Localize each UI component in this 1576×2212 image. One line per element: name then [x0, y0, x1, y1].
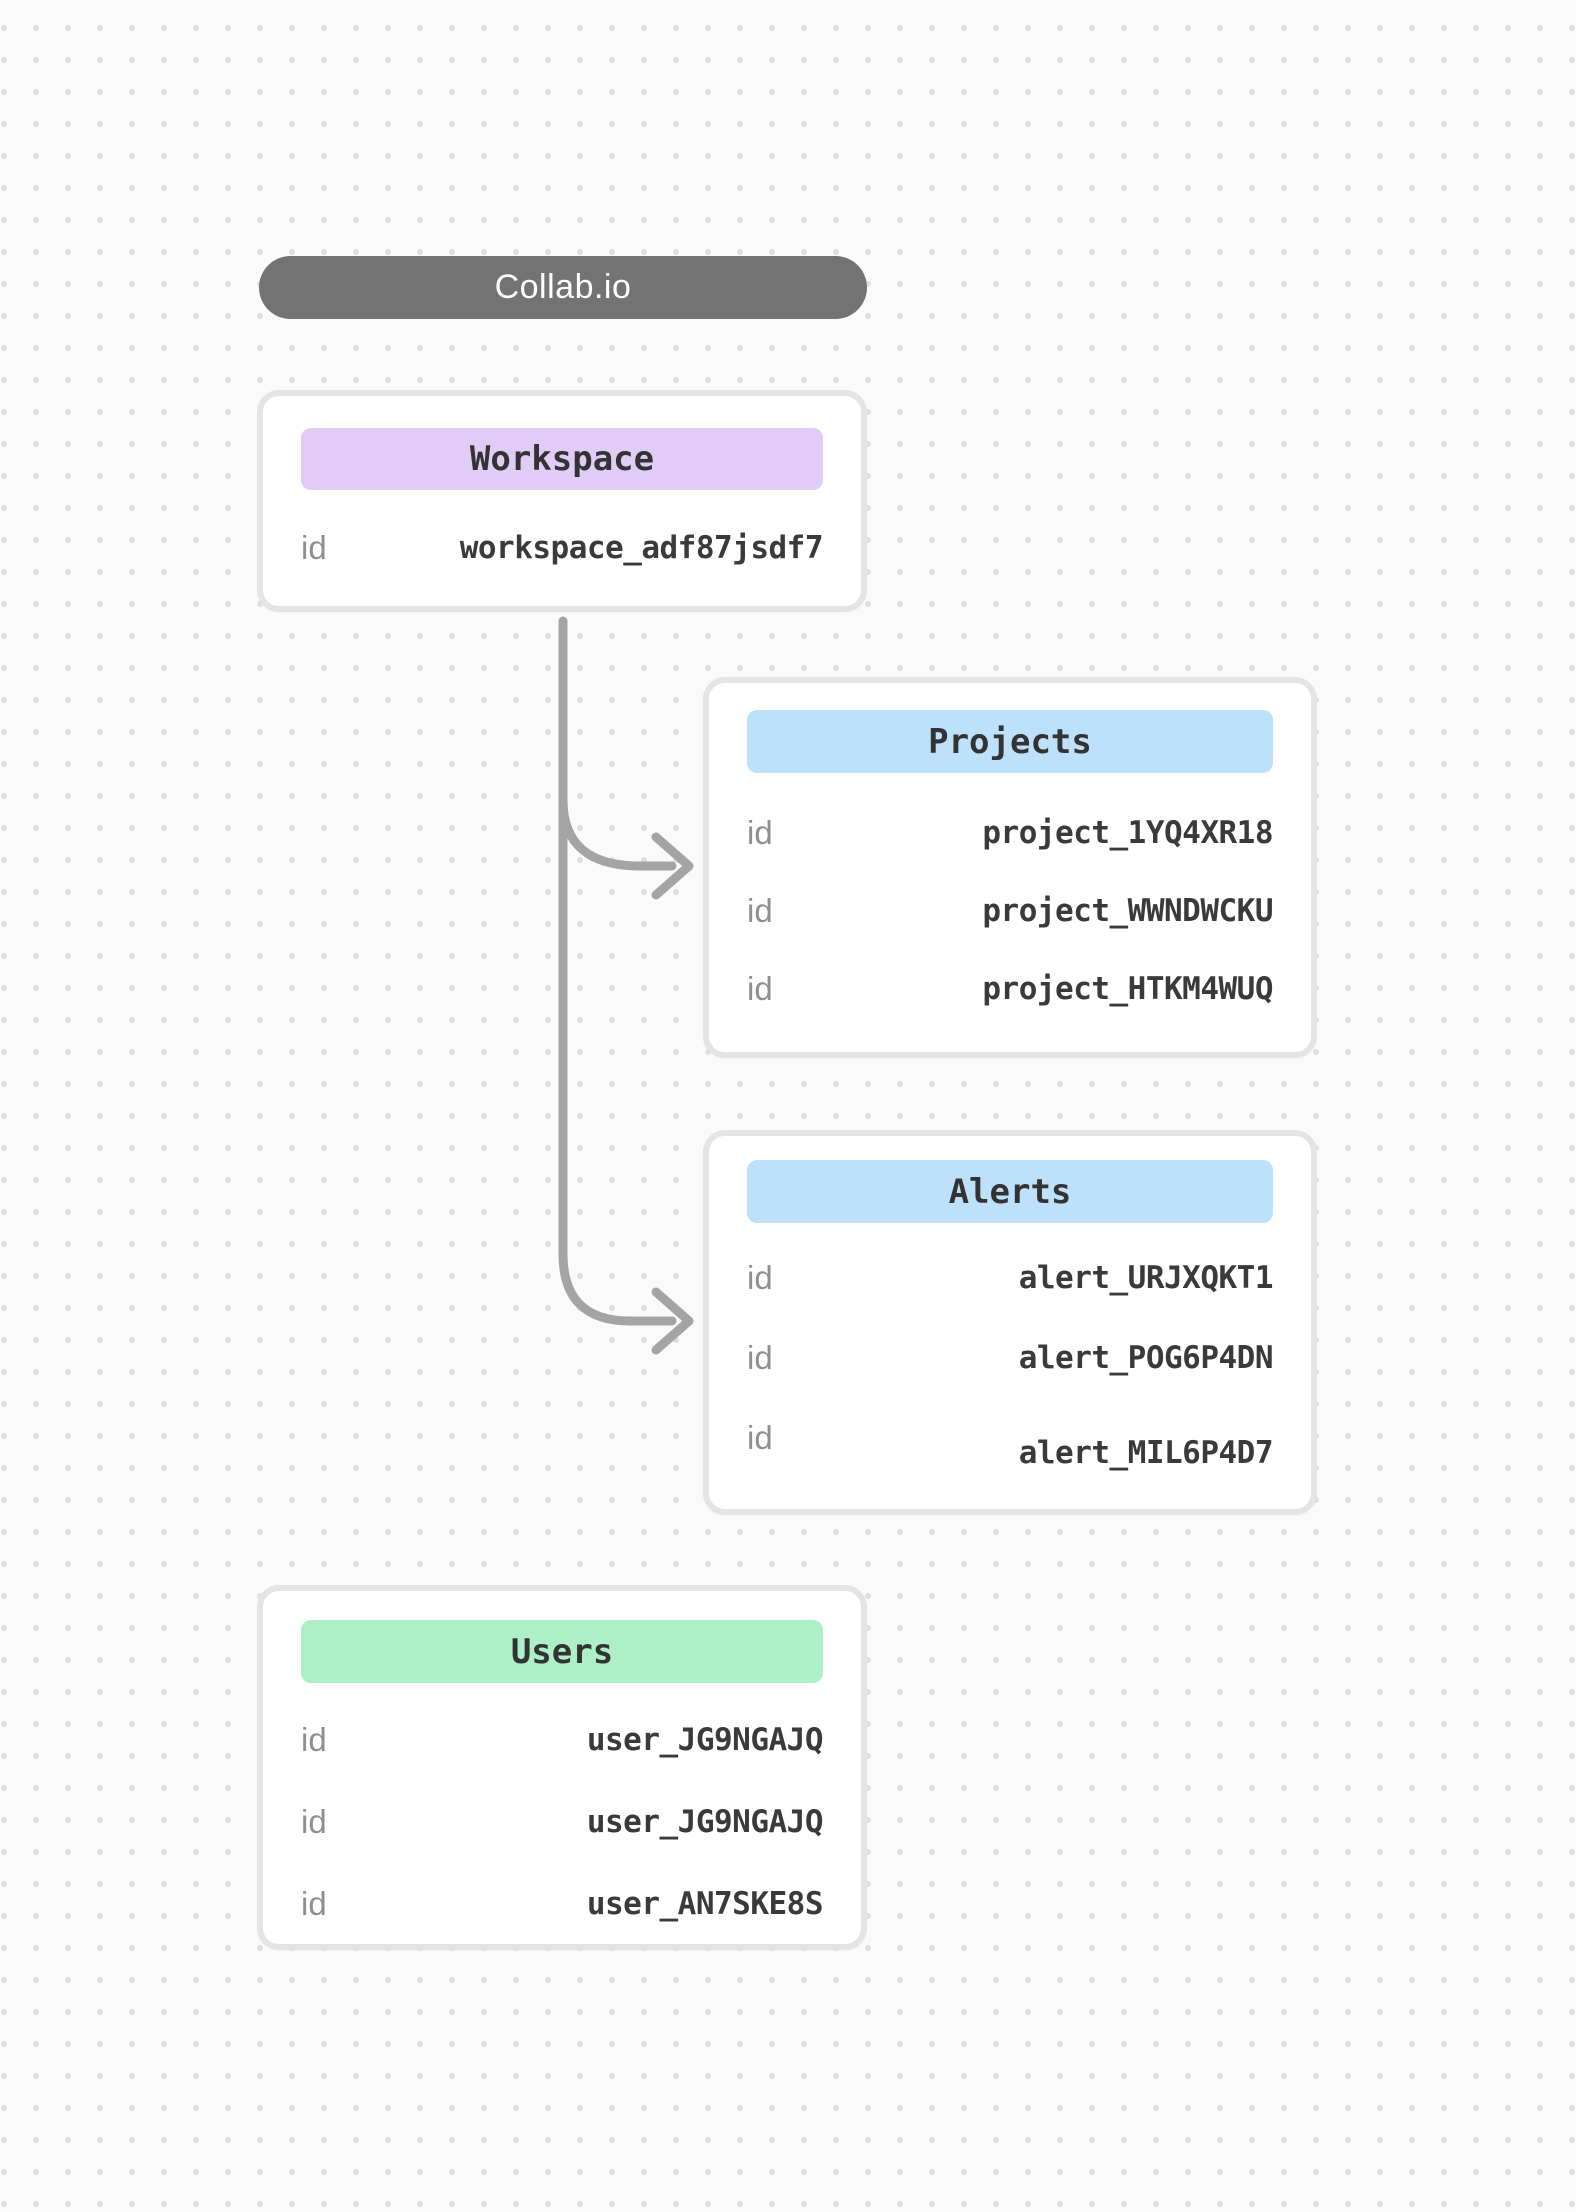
- connector-workspace-to-projects: [558, 795, 677, 871]
- arrowhead-alerts-icon: [651, 1287, 694, 1355]
- arrowhead-projects-icon: [651, 832, 694, 900]
- row-value: user_JG9NGAJQ: [586, 1804, 824, 1840]
- projects-title: Projects: [928, 721, 1092, 762]
- row-value: project_1YQ4XR18: [982, 815, 1273, 851]
- connector-group: [558, 616, 694, 1355]
- row-label: id: [747, 1259, 773, 1296]
- row-value: alert_URJXQKT1: [1018, 1260, 1274, 1296]
- row-label: id: [301, 529, 327, 566]
- workspace-header: Workspace: [301, 428, 823, 490]
- workspace-rows: id workspace_adf87jsdf7: [263, 518, 861, 578]
- diagram-title: Collab.io: [494, 268, 632, 306]
- connector-workspace-to-alerts: [558, 616, 677, 1326]
- row-value: alert_POG6P4DN: [1018, 1340, 1274, 1376]
- projects-header: Projects: [747, 710, 1273, 773]
- table-row: id alert_URJXQKT1: [709, 1253, 1311, 1303]
- row-value: alert_MIL6P4D7: [1018, 1435, 1274, 1471]
- table-row: id project_1YQ4XR18: [709, 808, 1311, 858]
- row-label: id: [747, 1419, 773, 1456]
- row-value: project_WWNDWCKU: [982, 893, 1273, 929]
- table-row: id alert_MIL6P4D7: [709, 1413, 1311, 1471]
- alerts-header: Alerts: [747, 1160, 1273, 1223]
- projects-rows: id project_1YQ4XR18 id project_WWNDWCKU …: [709, 808, 1311, 1014]
- users-title: Users: [510, 1631, 614, 1672]
- users-header: Users: [301, 1620, 823, 1683]
- row-label: id: [747, 1339, 773, 1376]
- row-label: id: [747, 814, 773, 851]
- row-label: id: [301, 1803, 327, 1840]
- table-row: id workspace_adf87jsdf7: [263, 518, 861, 578]
- alerts-node[interactable]: Alerts id alert_URJXQKT1 id alert_POG6P4…: [703, 1130, 1317, 1515]
- alerts-title: Alerts: [948, 1171, 1072, 1212]
- row-label: id: [747, 970, 773, 1007]
- row-value: workspace_adf87jsdf7: [459, 530, 824, 566]
- alerts-rows: id alert_URJXQKT1 id alert_POG6P4DN id a…: [709, 1253, 1311, 1471]
- table-row: id user_JG9NGAJQ: [263, 1797, 861, 1847]
- row-value: project_HTKM4WUQ: [982, 971, 1273, 1007]
- row-label: id: [301, 1885, 327, 1922]
- users-node[interactable]: Users id user_JG9NGAJQ id user_JG9NGAJQ …: [257, 1585, 867, 1950]
- workspace-node[interactable]: Workspace id workspace_adf87jsdf7: [257, 390, 867, 612]
- table-row: id project_WWNDWCKU: [709, 886, 1311, 936]
- table-row: id user_AN7SKE8S: [263, 1879, 861, 1929]
- table-row: id user_JG9NGAJQ: [263, 1715, 861, 1765]
- row-label: id: [301, 1721, 327, 1758]
- table-row: id alert_POG6P4DN: [709, 1333, 1311, 1383]
- row-value: user_JG9NGAJQ: [586, 1722, 824, 1758]
- users-rows: id user_JG9NGAJQ id user_JG9NGAJQ id use…: [263, 1715, 861, 1929]
- workspace-title: Workspace: [469, 439, 655, 479]
- row-label: id: [747, 892, 773, 929]
- diagram-title-pill[interactable]: Collab.io: [259, 256, 867, 319]
- row-value: user_AN7SKE8S: [586, 1886, 824, 1922]
- projects-node[interactable]: Projects id project_1YQ4XR18 id project_…: [703, 677, 1317, 1058]
- table-row: id project_HTKM4WUQ: [709, 964, 1311, 1014]
